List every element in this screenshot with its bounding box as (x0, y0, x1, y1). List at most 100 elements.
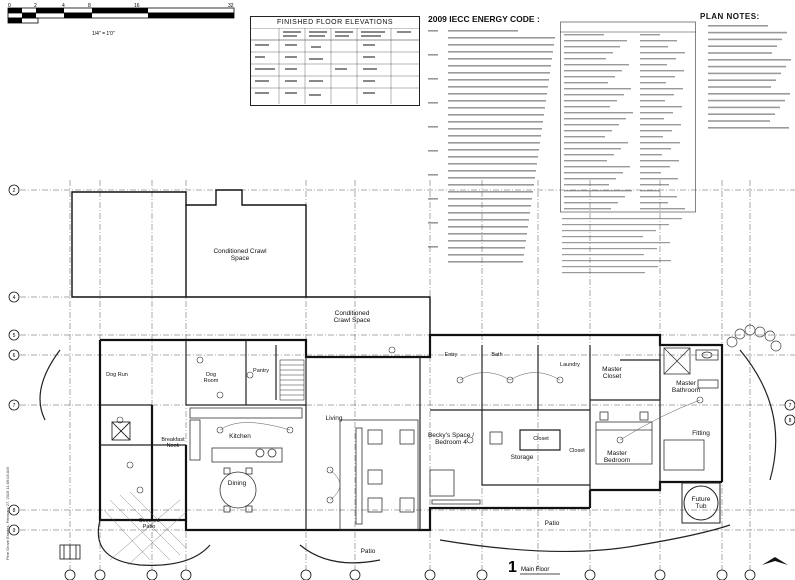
fine-print-line (708, 106, 780, 108)
room-closet-1: Closet (533, 436, 549, 442)
fine-print-line (564, 130, 612, 132)
grid-label: 8 (789, 418, 792, 424)
room-future-tub: Future Tub (691, 496, 711, 510)
fine-print-line (428, 246, 438, 248)
room-entry: Entry (444, 352, 458, 358)
room-bedroom-4: Becky's Space / Bedroom 4 (427, 432, 475, 446)
interior-walls (100, 340, 661, 530)
fine-print-line (564, 70, 622, 72)
fine-print-line (448, 254, 524, 256)
plan-notes-block: PLAN NOTES: (700, 12, 792, 143)
patio-hatch (103, 491, 187, 566)
fine-print-line (562, 260, 671, 262)
room-master-closet: Master Closet (602, 366, 622, 380)
plan-notes-title: PLAN NOTES: (700, 12, 760, 21)
kitchen-counters (189, 407, 303, 463)
fine-print-line (640, 106, 682, 108)
fine-print-line (564, 58, 606, 60)
fine-print-line (448, 205, 531, 207)
dining-table (219, 467, 257, 513)
fine-print-line (448, 114, 544, 116)
fine-print-line (448, 149, 539, 151)
future-tub (681, 482, 721, 524)
room-dog-run: Dog Run (106, 372, 128, 378)
fine-print-line (448, 100, 546, 102)
fine-print-line (564, 166, 630, 168)
fine-print-line (564, 76, 615, 78)
scale-tick-0: 0 (8, 3, 11, 9)
fine-print-line (448, 170, 536, 172)
grid-label: 4 (13, 295, 16, 301)
fine-print-line (448, 226, 528, 228)
scale-tick-16: 16 (134, 3, 140, 9)
room-crawl-space-2: Conditioned Crawl Space (333, 310, 371, 324)
fine-print-line (708, 126, 789, 129)
fine-print-line (448, 30, 518, 32)
fine-print-line (640, 130, 672, 132)
fine-print-line (708, 38, 782, 40)
fine-print-line (564, 154, 614, 156)
fine-print-line (448, 65, 551, 67)
fine-print-line (428, 222, 438, 224)
bedroom-4-furniture (429, 431, 503, 505)
grid-label: 2 (13, 188, 16, 194)
fine-print-line (564, 142, 628, 144)
fine-print-line (640, 142, 680, 144)
fine-print-line (448, 72, 550, 74)
fine-print-line (448, 191, 533, 193)
fine-print-line (640, 202, 668, 204)
hvac-symbols (59, 421, 131, 560)
living-furniture (339, 419, 419, 531)
fine-print-line (564, 100, 617, 102)
grid-label: 7 (13, 403, 16, 409)
room-closet-2: Closet (569, 448, 585, 454)
room-dining: Dining (227, 480, 247, 487)
fine-print-line (640, 154, 662, 156)
fine-print-line (564, 64, 629, 66)
fine-print-line (640, 52, 685, 54)
master-bath-fixtures (663, 347, 719, 471)
fine-print-line (640, 136, 663, 138)
schedule-table-lines (560, 21, 696, 274)
room-crawl-space-1: Conditioned Crawl Space (213, 248, 267, 262)
fine-print-line (428, 78, 438, 80)
energy-code-title: 2009 IECC ENERGY CODE : (428, 14, 540, 24)
energy-code-text-lines (428, 30, 555, 272)
fine-print-line (428, 126, 438, 128)
fine-print-line (640, 40, 677, 42)
fine-print-line (564, 148, 621, 150)
fine-print-line (640, 196, 677, 198)
fine-print-line (448, 219, 529, 221)
fine-print-line (448, 163, 537, 165)
fine-print-line (564, 106, 610, 108)
fine-print-line (640, 160, 679, 162)
fine-print-line (448, 121, 543, 123)
fine-print-line (708, 51, 772, 54)
sheet-title-text: Main Floor (521, 567, 549, 573)
fine-print-line (564, 184, 609, 186)
fine-print-line (448, 93, 547, 95)
room-laundry: Laundry (560, 362, 580, 368)
fine-print-line (640, 82, 666, 84)
fine-print-line (564, 202, 618, 204)
fine-print-line (428, 102, 438, 104)
fine-print-line (562, 272, 645, 274)
room-lower-bath: Bath (491, 352, 503, 358)
fine-print-line (564, 160, 607, 162)
fine-print-line (708, 65, 786, 67)
fine-print-line (640, 100, 665, 102)
fine-print-line (640, 184, 669, 186)
fine-print-line (448, 142, 540, 144)
fine-print-line (708, 58, 791, 61)
room-living: Living (325, 415, 343, 422)
fine-print-line (564, 178, 616, 180)
fine-print-line (448, 177, 535, 179)
fine-print-line (448, 107, 545, 109)
fine-print-line (564, 208, 611, 210)
fine-print-line (562, 248, 657, 250)
grid-bubbles (8, 184, 795, 580)
grid-label: 7 (789, 403, 792, 409)
fine-print-line (564, 34, 604, 36)
fine-print-line (564, 112, 633, 114)
